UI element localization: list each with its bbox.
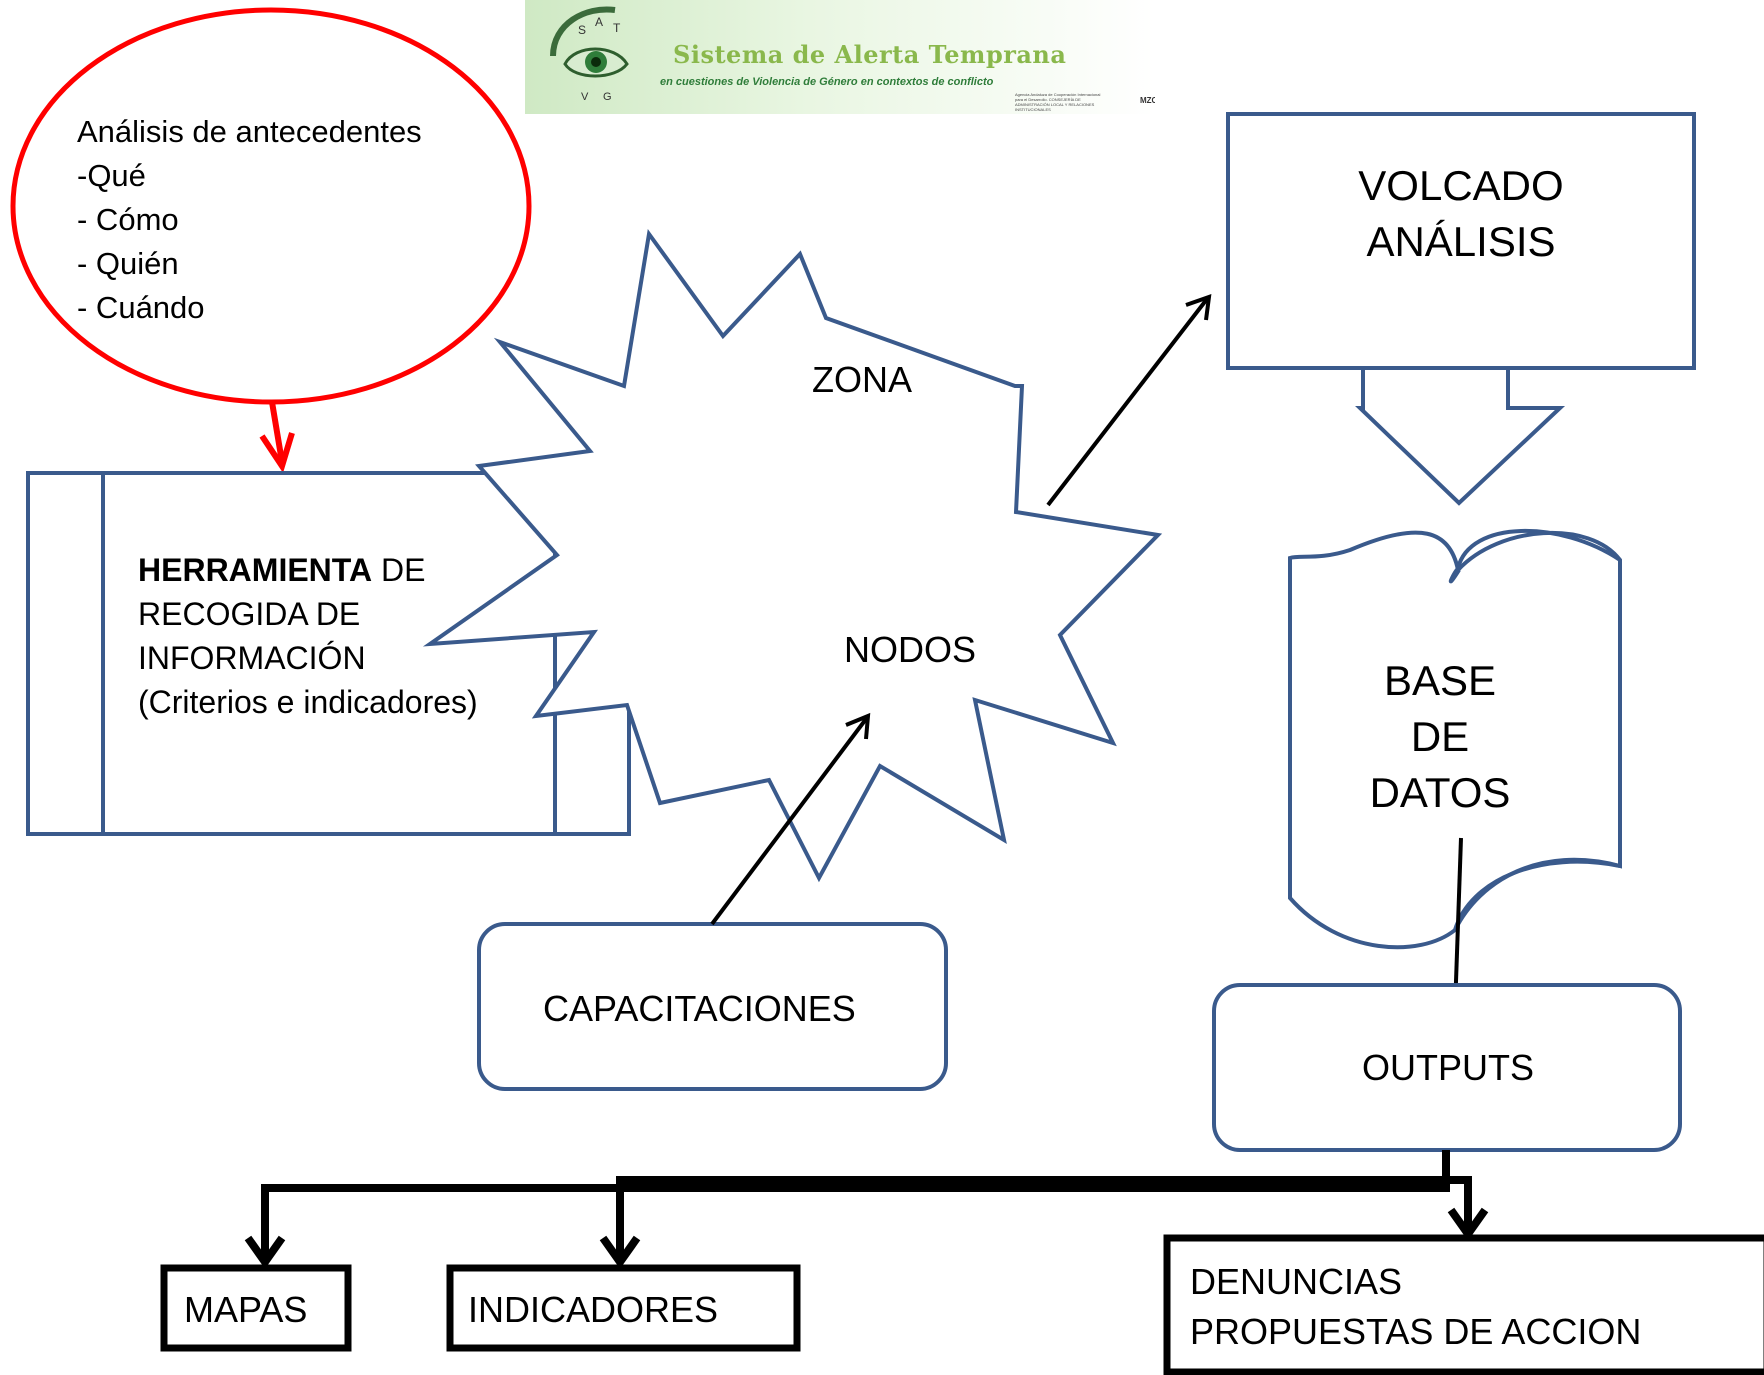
base-datos-text: BASE DE DATOS <box>1290 653 1590 821</box>
denuncias-line: DENUNCIAS <box>1190 1261 1403 1302</box>
denuncias-line: PROPUESTAS DE ACCION <box>1190 1311 1642 1352</box>
indicadores-label: INDICADORES <box>468 1289 719 1330</box>
banner-agency-text: Agencia Andaluza de Cooperación Internac… <box>1015 92 1101 112</box>
volcado-box <box>1226 112 1696 370</box>
herramienta-box <box>26 471 631 836</box>
herramienta-rest: DE <box>372 552 426 588</box>
sat-eye-logo-icon: S A T V G <box>550 6 629 103</box>
herramienta-line: INFORMACIÓN <box>138 640 366 676</box>
base-datos-bottom-curl <box>1453 859 1621 931</box>
herramienta-text: HERRAMIENTA DE RECOGIDA DE INFORMACIÓN (… <box>138 548 478 724</box>
antecedentes-line: Análisis de antecedentes <box>77 114 422 149</box>
antecedentes-line: - Quién <box>77 246 179 281</box>
herramienta-title-line: HERRAMIENTA DE <box>138 548 478 592</box>
capacitaciones-to-nodos-arrow <box>710 717 868 926</box>
mapas-label: MAPAS <box>184 1289 308 1330</box>
svg-text:G: G <box>603 91 612 103</box>
outputs-bus-line <box>261 1150 1450 1255</box>
capacitaciones-arrowhead <box>845 712 871 740</box>
volcado-to-base-block-arrow <box>1355 366 1566 506</box>
nodos-to-volcado-arrow <box>1046 297 1209 507</box>
nodos-starburst <box>422 228 1163 883</box>
capacitaciones-label: CAPACITACIONES <box>543 988 856 1029</box>
denuncias-text: DENUNCIAS PROPUESTAS DE ACCION <box>1190 1257 1641 1357</box>
banner-partner-logo: MZC <box>1140 96 1155 105</box>
outputs-bus-line-3 <box>1446 1176 1472 1228</box>
antecedentes-to-herramienta-arrow <box>269 401 285 463</box>
antecedentes-arrowhead <box>259 432 295 473</box>
base-datos-line: BASE <box>1383 657 1497 704</box>
herramienta-line: (Criterios e indicadores) <box>138 684 478 720</box>
antecedentes-text: Análisis de antecedentes -Qué - Cómo - Q… <box>77 110 422 330</box>
sat-banner: S A T V G Sistema de Alerta Temprana en … <box>525 0 1155 114</box>
nodos-label: NODOS <box>844 629 977 670</box>
herramienta-bold: HERRAMIENTA <box>138 552 373 588</box>
volcado-line: VOLCADO <box>1358 162 1564 209</box>
outputs-label: OUTPUTS <box>1362 1047 1535 1088</box>
base-datos-line: DATOS <box>1369 769 1511 816</box>
zona-label: ZONA <box>812 359 913 400</box>
denuncias-box <box>1163 1234 1764 1375</box>
base-to-outputs-arrow <box>1453 837 1463 1011</box>
indicadores-box <box>446 1264 801 1352</box>
antecedentes-line: - Cuándo <box>77 290 205 325</box>
denuncias-arrowhead <box>1447 1207 1489 1241</box>
indicadores-arrowhead <box>599 1235 641 1269</box>
mapas-arrowhead <box>244 1235 286 1269</box>
antecedentes-line: - Cómo <box>77 202 179 237</box>
mapas-box <box>160 1264 352 1352</box>
svg-text:V: V <box>581 91 589 103</box>
nodos-volcado-arrowhead <box>1185 294 1212 321</box>
outputs-bus-line-2 <box>616 1176 1446 1255</box>
antecedentes-line: -Qué <box>77 158 146 193</box>
volcado-text: VOLCADO ANÁLISIS <box>1228 158 1694 270</box>
svg-text:T: T <box>613 21 621 35</box>
base-datos-line: DE <box>1410 713 1470 760</box>
antecedentes-ellipse <box>10 7 532 405</box>
svg-text:A: A <box>595 15 603 29</box>
svg-text:S: S <box>578 23 586 37</box>
base-datos-shape <box>1288 530 1622 950</box>
base-datos-top-curl <box>1456 528 1622 569</box>
volcado-line: ANÁLISIS <box>1366 218 1556 265</box>
herramienta-line: RECOGIDA DE <box>138 596 361 632</box>
banner-title: Sistema de Alerta Temprana <box>673 40 1067 69</box>
banner-subtitle: en cuestiones de Violencia de Género en … <box>660 76 994 88</box>
